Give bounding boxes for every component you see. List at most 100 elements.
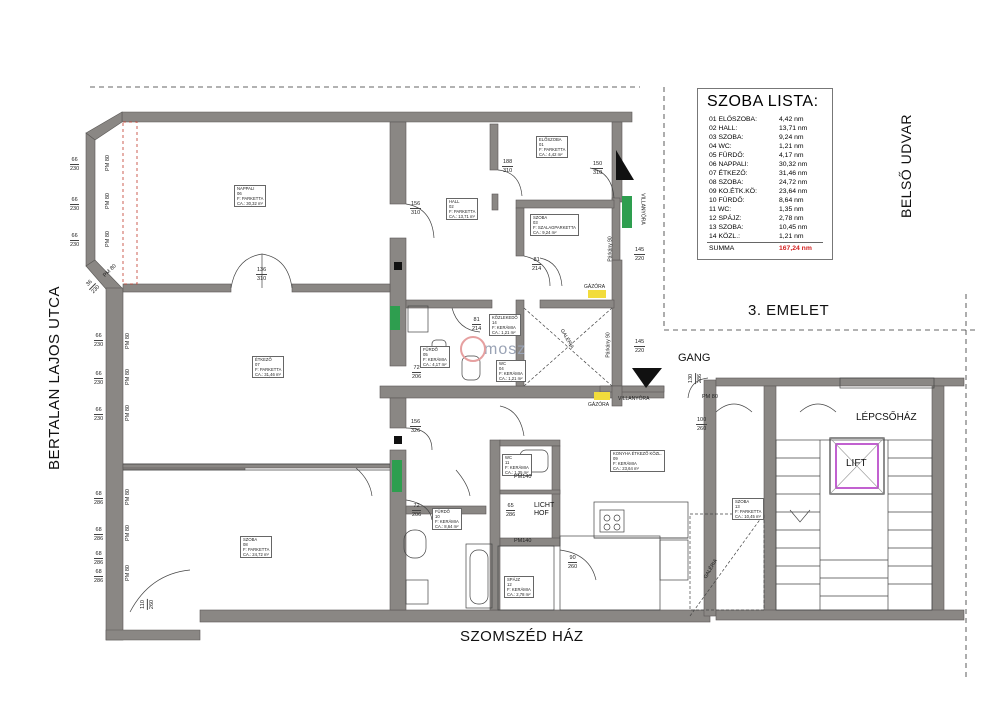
walls [85, 111, 965, 641]
pm-label: PM 80 [702, 394, 718, 400]
legend-room-area: 24,72 nm [779, 179, 808, 186]
legend-room-name: 01 ELŐSZOBA: [709, 116, 757, 123]
entry-marker [616, 150, 634, 180]
window-height: 230 [70, 166, 80, 172]
room-tag-no: 08 [243, 542, 248, 547]
legend-room-area: 9,24 nm [779, 134, 804, 141]
lift-shaft [829, 437, 885, 495]
sill-label: Párkány 90 [607, 236, 614, 262]
room-tag-floor: F: PARKETTA [449, 209, 476, 214]
room-tag-no: 14 [492, 320, 497, 325]
lift-label: LIFT [846, 458, 867, 469]
room-tag-name: FÜRDŐ [435, 509, 450, 514]
window-height: 286 [94, 536, 104, 542]
door-width: 156 [410, 419, 422, 427]
legend-room-area: 23,64 nm [779, 188, 808, 195]
room-tag-floor: F: KERÁMIA [613, 461, 637, 466]
window-width: 68 [94, 551, 104, 559]
window-height: 230 [70, 206, 80, 212]
window-width: 68 [94, 569, 104, 577]
pm-label: PM 80 [124, 525, 131, 541]
pm-label: PM 80 [124, 369, 131, 385]
legend-title: SZOBA LISTA: [707, 93, 819, 110]
legend-room-name: 06 NAPPALI: [709, 161, 749, 168]
boiler-badge [390, 306, 400, 330]
legend-room-name: 09 KO.ÉTK.KÖ: [709, 188, 757, 195]
room-tag-no: 01 [539, 142, 544, 147]
window-height: 230 [94, 342, 104, 348]
legend-room-area: 1,21 nm [779, 233, 804, 240]
courtyard-label: BELSŐ UDVAR [898, 113, 914, 218]
legend-room-area: 13,71 nm [779, 125, 808, 132]
door-width: 156 [410, 201, 422, 209]
room-tag-floor: F: KERÁMIA [499, 371, 523, 376]
room-tag-no: 07 [255, 362, 260, 367]
door-width: 72 [412, 365, 422, 373]
door-height: 286 [697, 373, 704, 384]
room-tag-floor: F: KERÁMIA [505, 465, 529, 470]
room-tag-name: ELŐSZOBA [539, 137, 562, 142]
door-width: 145 [634, 247, 646, 255]
door-height: 206 [412, 374, 422, 380]
watermark-icon [460, 336, 486, 362]
door-height: 260 [568, 564, 578, 570]
door-height: 214 [472, 326, 482, 332]
legend-room-name: 04 WC: [709, 143, 732, 150]
window-height: 230 [94, 416, 104, 422]
room-tag-area: CA.: 4,42 m² [539, 152, 563, 157]
shaft [394, 262, 402, 270]
door-height: 260 [148, 599, 155, 610]
door-height: 286 [506, 512, 516, 518]
gas-meter-badge [588, 290, 606, 298]
window-width: 66 [70, 157, 80, 165]
neighbor-label: SZOMSZÉD HÁZ [460, 628, 584, 645]
room-tag-floor: F: PARKETTA [243, 547, 270, 552]
room-tag-name: WC [499, 361, 506, 366]
gang-label: GANG [678, 352, 711, 364]
room-tag-floor: F: PARKETTA [539, 147, 566, 152]
gallery-outline [122, 121, 138, 285]
room-tag-name: KONYHA ÉTKEZŐ KÖZL. [613, 451, 662, 456]
room-tag-no: 09 [613, 456, 618, 461]
room-tag-area: CA.: 24,72 m² [243, 552, 269, 557]
room-tag-name: NAPPALI [237, 186, 255, 191]
legend-sum-label: SUMMA [709, 245, 735, 252]
room-tag-area: CA.: 8,64 m² [435, 524, 459, 529]
gas-meter-badge-2 [594, 392, 610, 400]
door-width: 145 [634, 339, 646, 347]
reference-lines [90, 86, 975, 680]
thin-lines [123, 305, 935, 617]
lichthof-label: LICHT HOF [534, 502, 555, 517]
pm-label: PM 80 [124, 405, 131, 421]
legend-room-area: 2,78 nm [779, 215, 804, 222]
electricity-meter-label-2: VILLANYÓRA [618, 396, 650, 402]
pm-label: PM 80 [104, 193, 111, 209]
door-width: 81 [472, 317, 482, 325]
window-width: 66 [70, 233, 80, 241]
room-tag-no: 06 [237, 191, 242, 196]
pm-label: PM 80 [124, 565, 131, 581]
legend-room-area: 4,17 nm [779, 152, 804, 159]
door-height: 310 [593, 170, 603, 176]
room-tag-name: SZOBA [735, 499, 750, 504]
door-height: 326 [411, 428, 421, 434]
stairs-label: LÉPCSŐHÁZ [856, 412, 917, 423]
room-tag-area: CA.: 10,45 m² [735, 514, 761, 519]
